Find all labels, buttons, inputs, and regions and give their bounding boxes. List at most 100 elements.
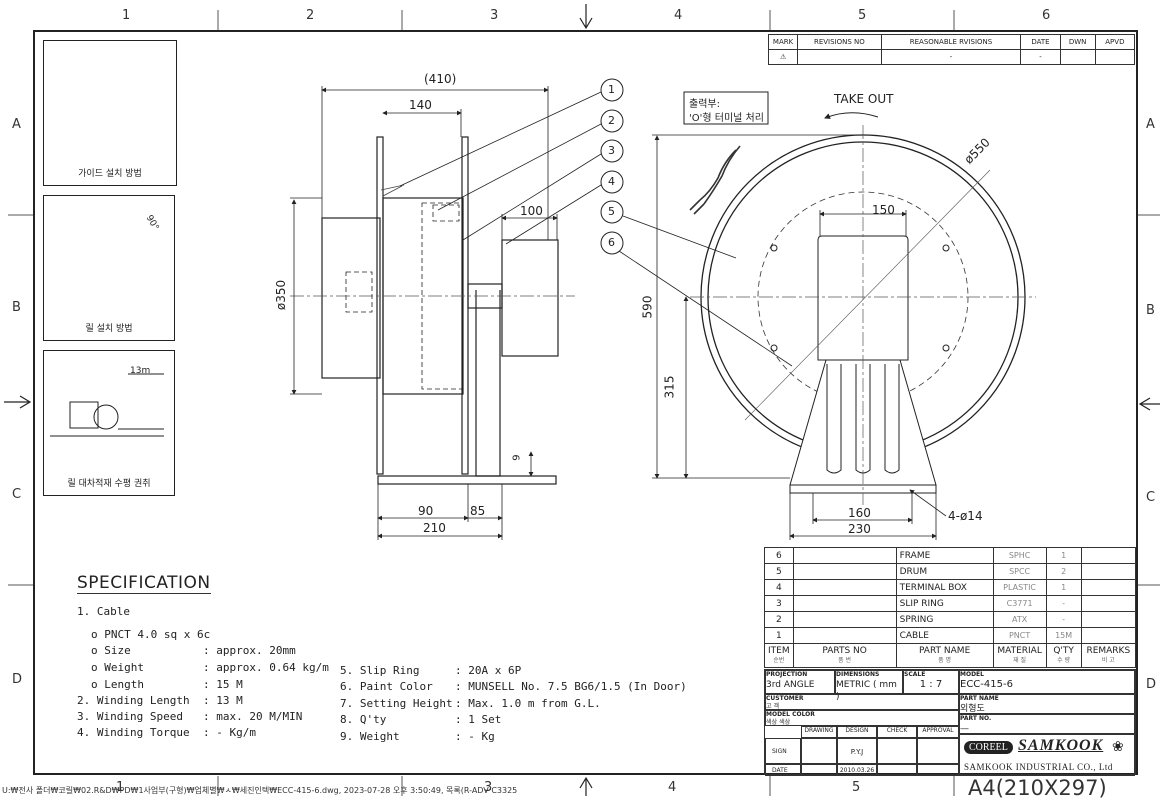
spec-line: o Size: approx. 20mm xyxy=(91,644,296,657)
spec-line: 9. Weight: - Kg xyxy=(340,730,495,743)
rev-cell: - xyxy=(880,49,1022,65)
part-name: DRUM xyxy=(895,563,994,580)
file-path: U:₩전사 폴더₩코릴₩02.R&D₩PD₩1사업부(구형)₩업체별₩ㅅ₩세진인… xyxy=(2,786,518,795)
part-qty: 15M xyxy=(1045,627,1082,644)
part-name: SPRING xyxy=(895,611,994,628)
part-qty: 1 xyxy=(1045,547,1082,564)
parts-list-table: 6 FRAME SPHC 1 5 DRUM SPCC 2 4 TERMINAL … xyxy=(764,547,1137,668)
zone-col-4-bottom: 4 xyxy=(668,780,677,795)
spec-line: o Length: 15 M xyxy=(91,678,243,691)
paper-size: A4(210X297) xyxy=(968,776,1107,800)
spec-line: o Weight: approx. 0.64 kg/m xyxy=(91,661,329,674)
part-material: PNCT xyxy=(992,627,1047,644)
part-item: 1 xyxy=(764,627,794,644)
balloon-4: 4 xyxy=(608,175,615,188)
zone-col-6: 6 xyxy=(1042,8,1051,23)
part-remarks xyxy=(1080,627,1137,644)
zone-row-a-right: A xyxy=(1146,117,1155,132)
dim-230: 230 xyxy=(848,522,871,536)
zone-col-1: 1 xyxy=(122,8,131,23)
zone-col-4: 4 xyxy=(674,8,683,23)
part-item: 5 xyxy=(764,563,794,580)
dimensions-cell: DIMENSIONS METRIC ( mm ) xyxy=(835,670,903,702)
customer-cell: CUSTOMER 고 객 xyxy=(765,694,959,710)
part-no xyxy=(792,579,897,596)
dim-210: 210 xyxy=(423,521,446,535)
check-header: CHECK xyxy=(877,726,917,738)
spec-right: 5. Slip Ring: 20A x 6P 6. Paint Color: M… xyxy=(340,664,687,746)
sign-label: SIGN xyxy=(765,738,801,764)
date-label: DATE xyxy=(765,764,801,776)
zone-row-c-right: C xyxy=(1146,490,1156,505)
rev-cell xyxy=(797,49,882,65)
part-no xyxy=(792,611,897,628)
date-drawing xyxy=(801,764,837,776)
rev-cell: - xyxy=(1020,49,1061,65)
spec-line: 5. Slip Ring: 20A x 6P xyxy=(340,664,522,677)
zone-col-2: 2 xyxy=(306,8,315,23)
table-row: 5 DRUM SPCC 2 xyxy=(764,563,1137,580)
part-material: PLASTIC xyxy=(992,579,1047,596)
rev-header-mark: MARK xyxy=(767,34,799,50)
part-remarks xyxy=(1080,547,1137,564)
part-name: FRAME xyxy=(895,547,994,564)
zone-col-3-bottom: 3 xyxy=(484,780,493,795)
inset-caption: 릴 설치 방법 xyxy=(85,324,133,334)
part-no xyxy=(792,547,897,564)
zone-col-1-bottom: 1 xyxy=(116,780,125,795)
balloon-2: 2 xyxy=(608,114,615,127)
spec-line: 7. Setting Height: Max. 1.0 m from G.L. xyxy=(340,697,601,710)
zone-row-d-right: D xyxy=(1146,677,1157,692)
take-out-label: TAKE OUT xyxy=(834,92,894,106)
inset-caption: 가이드 설치 방법 xyxy=(78,169,142,179)
rev-mark-icon: ⚠ xyxy=(767,49,799,65)
date-design: 2010.03.26 xyxy=(837,764,877,776)
inset-guide-install: 가이드 설치 방법 xyxy=(43,40,177,186)
balloon-3: 3 xyxy=(608,144,615,157)
dim-160: 160 xyxy=(848,506,871,520)
dim-140: 140 xyxy=(409,98,432,112)
dim-overall-410: (410) xyxy=(424,72,457,86)
output-note-line2: 'O'형 터미널 처리 xyxy=(689,113,764,124)
part-no xyxy=(792,595,897,612)
company-logo-cell: COREEL SAMKOOK ❀ SAMKOOK INDUSTRIAL CO.,… xyxy=(959,734,1135,776)
drawing-header: DRAWING xyxy=(801,726,837,738)
dim-590: 590 xyxy=(640,295,655,319)
part-no-cell: PART NO. — xyxy=(959,714,1135,734)
part-remarks xyxy=(1080,595,1137,612)
table-row: 4 TERMINAL BOX PLASTIC 1 xyxy=(764,579,1137,596)
dim-315: 315 xyxy=(662,375,677,399)
rev-header-reasonable: REASONABLE RVISIONS xyxy=(880,34,1022,50)
spec-line: 3. Winding Speed: max. 20 M/MIN xyxy=(77,710,303,723)
zone-row-a: A xyxy=(12,117,21,132)
rev-cell xyxy=(1059,49,1096,65)
table-row: 2 SPRING ATX - xyxy=(764,611,1137,628)
part-item: 2 xyxy=(764,611,794,628)
part-item: 4 xyxy=(764,579,794,596)
dim-9: 9 xyxy=(511,454,523,461)
projection-cell: PROJECTION 3rd ANGLE xyxy=(765,670,835,694)
part-qty: - xyxy=(1045,611,1082,628)
inset-trolley-svg xyxy=(50,373,164,437)
part-remarks xyxy=(1080,611,1137,628)
table-row: 3 SLIP RING C3771 - xyxy=(764,595,1137,612)
dim-85: 85 xyxy=(470,504,486,518)
part-no xyxy=(792,563,897,580)
part-name: TERMINAL BOX xyxy=(895,579,994,596)
rev-cell xyxy=(1094,49,1136,65)
part-qty: - xyxy=(1045,595,1082,612)
spec-line: 6. Paint Color: MUNSELL No. 7.5 BG6/1.5 … xyxy=(340,680,687,693)
zone-row-c: C xyxy=(12,487,22,502)
part-item: 6 xyxy=(764,547,794,564)
part-qty: 2 xyxy=(1045,563,1082,580)
part-material: ATX xyxy=(992,611,1047,628)
balloon-5: 5 xyxy=(608,205,615,218)
sign-approval xyxy=(917,738,959,764)
zone-col-5: 5 xyxy=(858,8,867,23)
coreel-logo: COREEL xyxy=(964,741,1013,754)
inset-caption: 릴 대차적재 수평 권취 xyxy=(67,479,151,489)
